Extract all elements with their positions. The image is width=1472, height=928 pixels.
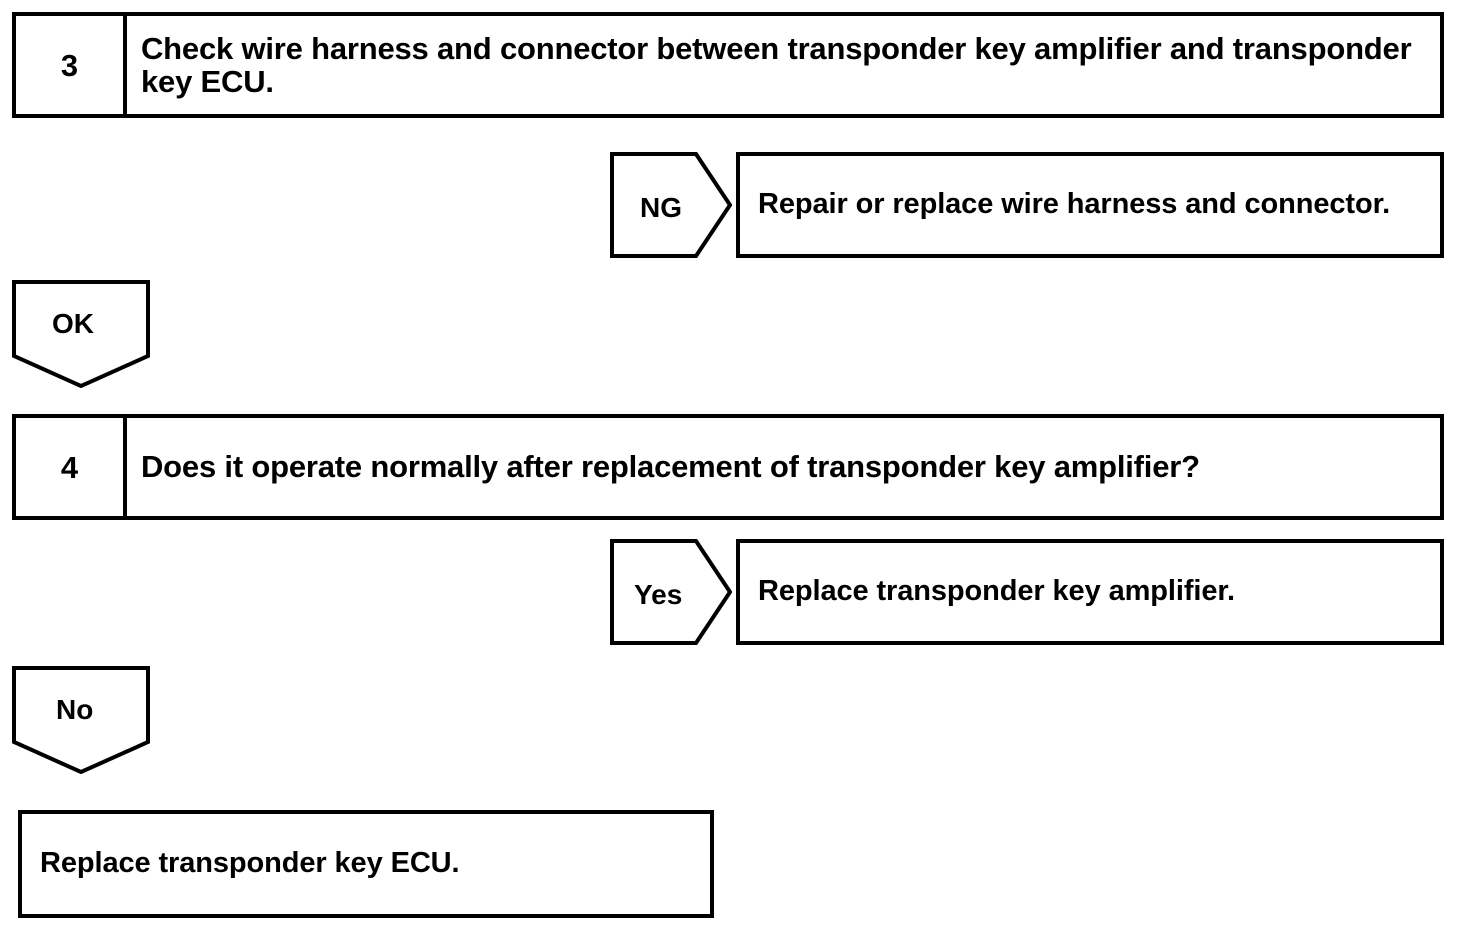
connector-yes-label: Yes xyxy=(634,579,683,610)
result-text-repair-harness: Repair or replace wire harness and conne… xyxy=(758,188,1391,221)
step-number-4: 4 xyxy=(16,418,127,516)
step-text-3: Check wire harness and connector between… xyxy=(141,30,1412,99)
step-box-4: 4 Does it operate normally after replace… xyxy=(12,414,1444,520)
pentagon-down-icon xyxy=(12,280,150,388)
result-text-replace-amplifier: Replace transponder key amplifier. xyxy=(758,575,1235,608)
step-box-3: 3 Check wire harness and connector betwe… xyxy=(12,12,1444,118)
connector-yes: Yes xyxy=(610,539,732,645)
pentagon-right-icon xyxy=(610,539,732,645)
step-number-3: 3 xyxy=(16,16,127,114)
result-box-replace-ecu: Replace transponder key ECU. xyxy=(18,810,714,918)
result-box-replace-amplifier: Replace transponder key amplifier. xyxy=(736,539,1444,645)
pentagon-down-icon xyxy=(12,666,150,774)
step-text-4: Does it operate normally after replaceme… xyxy=(141,449,1200,485)
connector-no-label: No xyxy=(56,694,94,725)
result-text-replace-ecu: Replace transponder key ECU. xyxy=(40,847,460,880)
connector-ng: NG xyxy=(610,152,732,258)
result-box-repair-harness: Repair or replace wire harness and conne… xyxy=(736,152,1444,258)
connector-no: No xyxy=(12,666,150,774)
connector-ok: OK xyxy=(12,280,150,388)
connector-ng-label: NG xyxy=(640,192,682,223)
pentagon-right-icon xyxy=(610,152,732,258)
connector-ok-label: OK xyxy=(52,308,94,339)
